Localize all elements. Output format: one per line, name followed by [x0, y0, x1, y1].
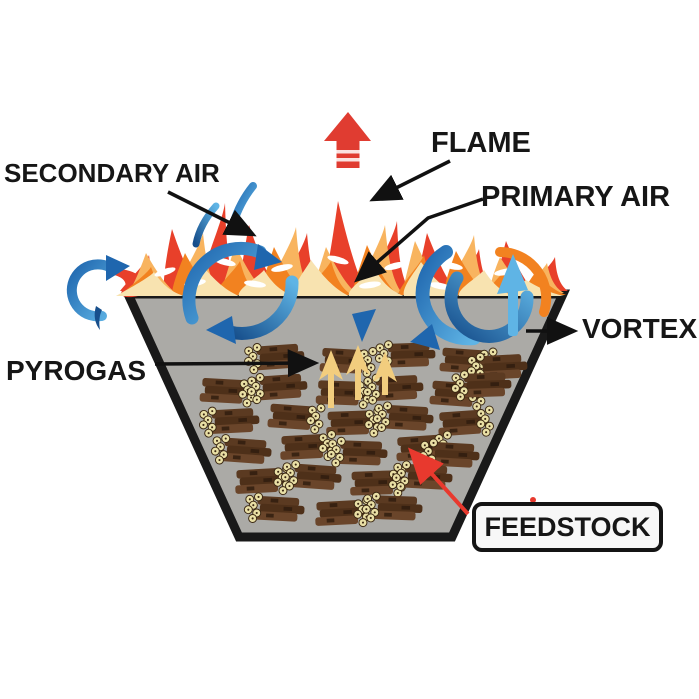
flame-highlight — [271, 264, 293, 272]
air-ribbon-icon — [229, 182, 257, 228]
secondary-air-pointer-arrow-icon — [167, 190, 257, 237]
circular-arrow-icon — [444, 271, 534, 343]
log-bundle — [372, 401, 434, 432]
log-bundle — [280, 460, 342, 491]
flame-ring-icon — [495, 246, 552, 317]
flame-highlight — [327, 255, 349, 265]
log-bundle — [210, 434, 272, 465]
log-bundle — [438, 405, 494, 437]
log-bundle — [267, 403, 326, 434]
swirl-arrowhead-icon — [410, 324, 440, 350]
flame-pointer-arrow-icon — [369, 159, 451, 202]
log-bundle — [243, 492, 305, 523]
flame-highlight — [384, 261, 406, 271]
red-dot-icon — [530, 497, 536, 503]
circular-arrow-stem-icon — [508, 288, 518, 336]
log-bundle — [247, 373, 308, 405]
flame-red-layer — [120, 201, 568, 291]
flame-highlight — [154, 267, 176, 277]
swirl-arrow-icon — [415, 245, 481, 346]
circulation-arrowhead-icon — [254, 244, 282, 270]
feedstock-label: FEEDSTOCK — [484, 511, 651, 542]
primary-air-label: PRIMARY AIR — [481, 181, 671, 213]
label-pointer-arrows — [154, 159, 579, 378]
vortex-label: VORTEX — [582, 313, 698, 344]
flame-highlight — [244, 280, 266, 288]
swirl-tail-icon — [94, 306, 102, 330]
air-swirl-icons — [66, 182, 552, 350]
swirl-arrowhead-icon — [106, 255, 130, 281]
pyrogas-up-arrow-icon — [319, 350, 343, 408]
circulation-arc-icon — [223, 275, 299, 340]
primary-air-pointer-arrow-icon — [354, 197, 484, 283]
swirl-arrow-icon — [66, 259, 119, 322]
secondary-air-label: SECONDARY AIR — [4, 158, 220, 188]
circulation-arrowhead-icon — [206, 316, 236, 344]
pyrogas-up-arrow-icon — [346, 345, 370, 400]
circulation-arc-icon — [182, 241, 267, 325]
swirl-fragment-icon — [352, 309, 376, 342]
flame-label: FLAME — [431, 127, 531, 159]
flame-highlight — [441, 262, 463, 270]
feedstock-label-box: FEEDSTOCK — [472, 502, 663, 552]
log-bundle — [450, 370, 512, 402]
log-bundle — [361, 491, 423, 523]
log-bundle — [199, 377, 258, 408]
log-bundle — [315, 496, 372, 528]
flame-cream-layer — [116, 260, 564, 296]
flame-highlight — [429, 282, 451, 290]
feedstock-pointer-arrow-icon — [407, 447, 470, 516]
pyrogas-pointer-arrow-icon — [154, 349, 320, 378]
log-bundle — [198, 406, 260, 438]
circular-arrowhead-icon — [497, 254, 528, 294]
log-bundle — [326, 436, 388, 468]
pyrogas-up-arrow-icon — [373, 352, 397, 395]
pyrogas-up-arrow-icon — [319, 345, 397, 408]
air-ribbon-icon — [192, 202, 220, 248]
flame-highlight — [359, 281, 381, 289]
exhaust-up-arrow-icon — [324, 112, 371, 168]
pyrogas-label: PYROGAS — [6, 355, 147, 386]
